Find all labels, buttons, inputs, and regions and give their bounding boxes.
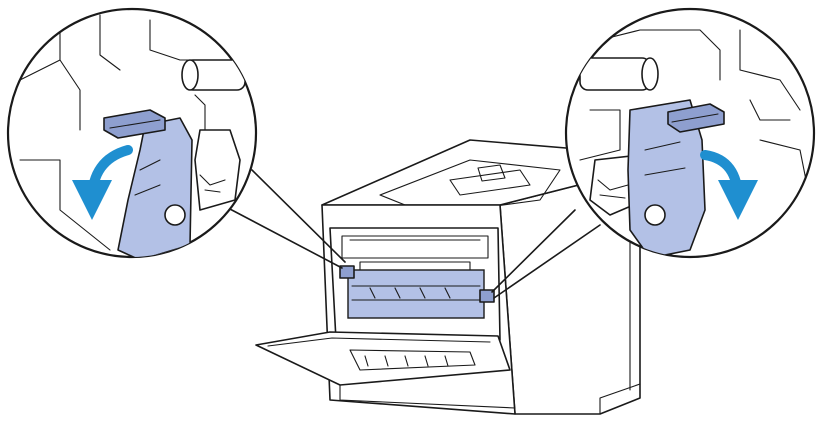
right-callout-line	[491, 209, 576, 293]
back-cover-open[interactable]	[255, 331, 511, 386]
left-callout-line	[227, 207, 343, 269]
bottom-tray	[339, 384, 516, 409]
curved-arrow-icon	[72, 145, 133, 220]
left-fuser-lever[interactable]	[339, 265, 355, 279]
left-callout	[6, 7, 258, 259]
right-callout	[564, 7, 816, 259]
printer	[255, 139, 641, 415]
right-fuser-lever[interactable]	[479, 289, 495, 303]
fuser-unit	[347, 269, 485, 319]
roller-right	[579, 57, 651, 91]
curved-arrow-icon	[700, 150, 758, 220]
callout-lines	[227, 169, 601, 299]
